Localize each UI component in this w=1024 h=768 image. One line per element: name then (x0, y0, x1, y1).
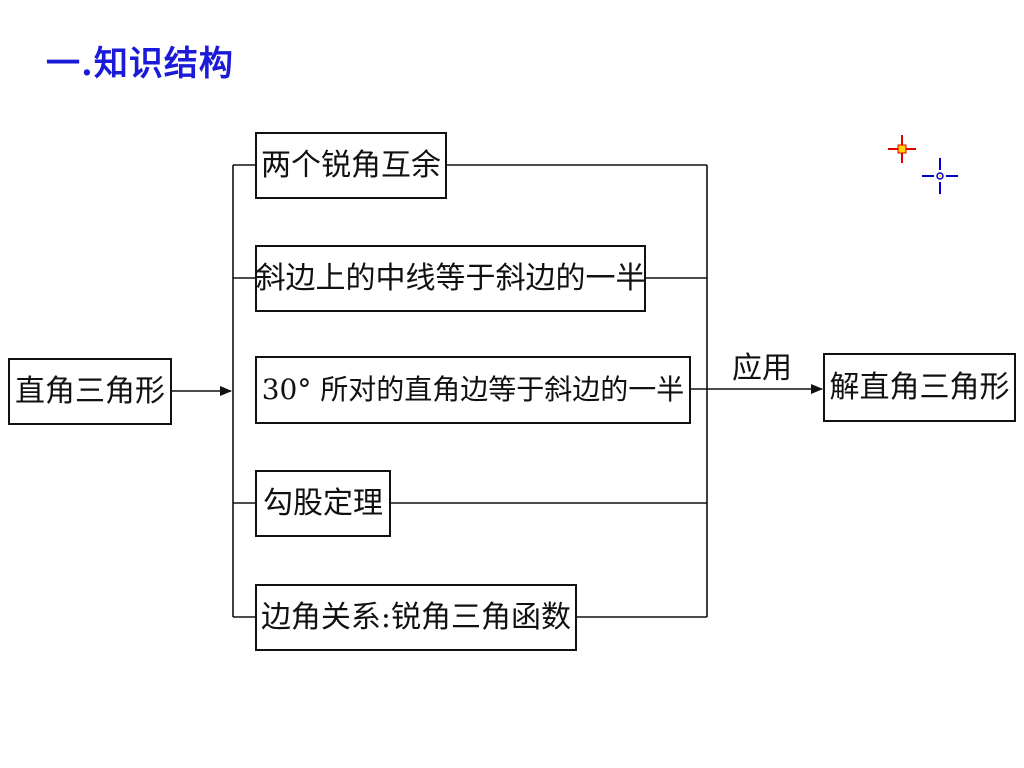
crosshair-cursor-icon (888, 135, 916, 163)
target-node: 解直角三角形 (823, 353, 1016, 422)
branch-node-label: 30° 所对的直角边等于斜边的一半 (261, 373, 685, 406)
branch-node: 斜边上的中线等于斜边的一半 (255, 245, 646, 312)
branch-node-label: 两个锐角互余 (261, 147, 441, 183)
branch-node-label: 边角关系:锐角三角函数 (260, 599, 572, 635)
branch-node: 30° 所对的直角边等于斜边的一半 (255, 356, 691, 424)
crosshair-cursor-icon (922, 158, 958, 194)
branch-node-label: 勾股定理 (263, 485, 383, 521)
branch-node-label: 斜边上的中线等于斜边的一半 (255, 260, 646, 296)
root-node: 直角三角形 (8, 358, 172, 425)
slide-title: 一.知识结构 (46, 44, 234, 84)
root-node-label: 直角三角形 (15, 373, 165, 409)
target-node-label: 解直角三角形 (829, 369, 1010, 405)
branch-node: 勾股定理 (255, 470, 391, 537)
branch-node: 边角关系:锐角三角函数 (255, 584, 577, 651)
branch-node: 两个锐角互余 (255, 132, 447, 199)
apply-edge-label: 应用 (732, 351, 792, 386)
